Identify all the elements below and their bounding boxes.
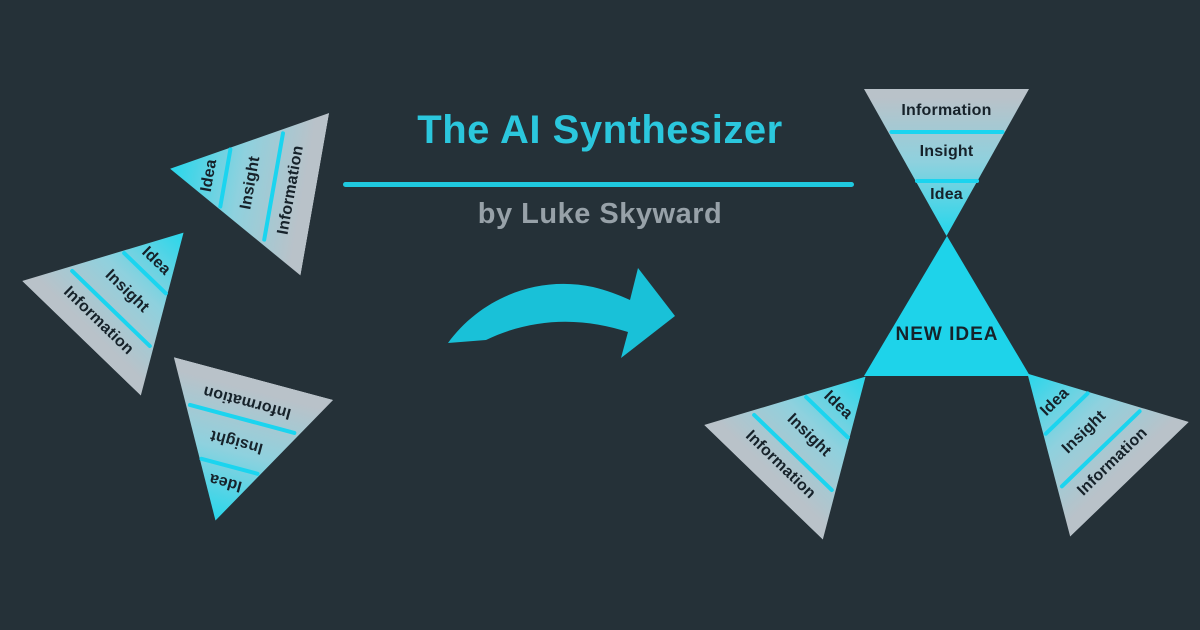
- triangle-shape: [864, 236, 1030, 376]
- pyramid-label-insight: Insight: [919, 143, 974, 161]
- band-separator: [889, 130, 1004, 135]
- band-separator: [914, 178, 979, 183]
- page-title: The AI Synthesizer: [417, 108, 783, 152]
- result-funnel-pyramid: Information Insight Idea: [864, 89, 1029, 236]
- pyramid-label-idea: Idea: [930, 185, 963, 203]
- transform-arrow-icon: [438, 255, 683, 370]
- pyramid-label-information: Information: [901, 102, 992, 120]
- author-byline: by Luke Skyward: [477, 198, 723, 230]
- title-divider: [343, 182, 854, 187]
- new-idea-label: NEW IDEA: [895, 324, 999, 346]
- new-idea-triangle: NEW IDEA: [864, 236, 1030, 376]
- source-pyramid-bottom-left: Idea Insight Information: [136, 357, 333, 542]
